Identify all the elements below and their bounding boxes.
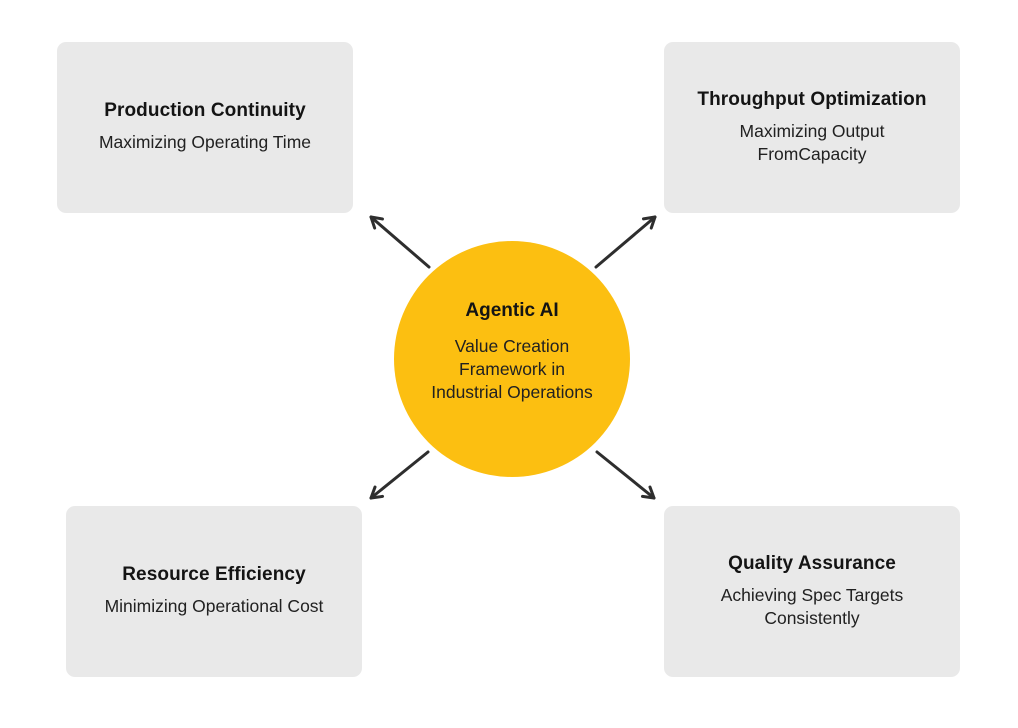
node-title: Production Continuity [104,100,306,122]
node-subtitle: Maximizing Output FromCapacity [739,120,885,164]
node-title: Throughput Optimization [697,88,927,110]
center-node-subtitle: Value Creation Framework in Industrial O… [431,335,593,403]
node-throughput-optimization: Throughput Optimization Maximizing Outpu… [664,42,960,213]
arrow-top-right [594,215,657,269]
node-quality-assurance: Quality Assurance Achieving Spec Targets… [664,506,960,677]
node-subtitle: Minimizing Operational Cost [104,596,324,617]
node-subtitle: Maximizing Operating Time [98,132,312,153]
arrow-bottom-right [595,450,656,500]
center-node-title: Agentic AI [465,299,559,321]
arrow-bottom-left [369,450,430,500]
node-subtitle: Achieving Spec Targets Consistently [720,584,904,628]
arrow-top-left [369,215,431,269]
node-title: Quality Assurance [728,552,896,574]
node-title: Resource Efficiency [122,564,306,586]
center-node-agentic-ai: Agentic AI Value Creation Framework in I… [394,241,630,477]
node-resource-efficiency: Resource Efficiency Minimizing Operation… [66,506,362,677]
node-production-continuity: Production Continuity Maximizing Operati… [57,42,353,213]
